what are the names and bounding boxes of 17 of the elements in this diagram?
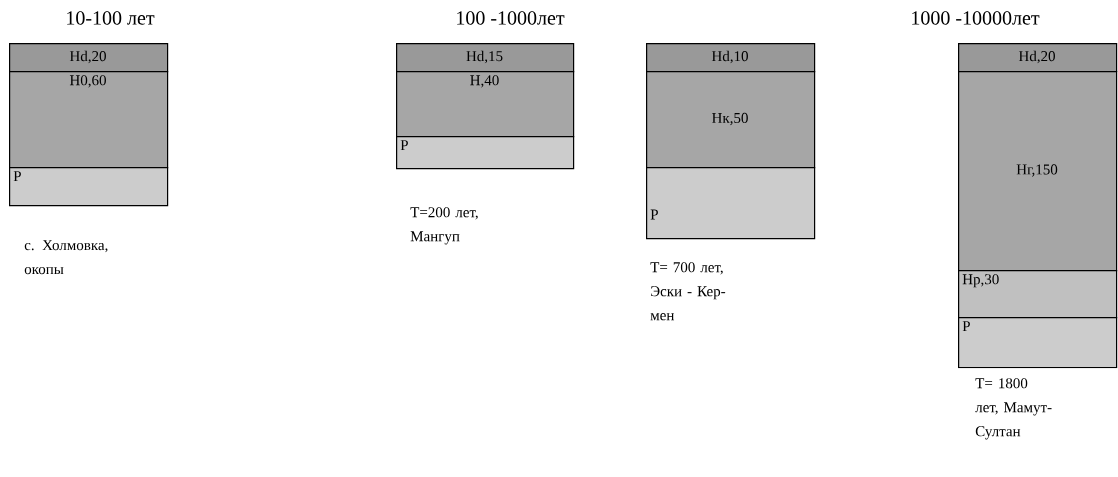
layer-box: Hd,10: [646, 43, 816, 73]
period-heading: 10-100 лет: [67, 11, 155, 25]
period-heading: 1000 -10000лет: [912, 11, 1040, 25]
layer-box: P: [9, 167, 169, 207]
layer-box: Hd,20: [9, 43, 169, 73]
layer-box: Hр,30: [958, 270, 1118, 319]
layer-box: Hк,50: [646, 71, 816, 169]
layer-box: Hd,20: [958, 43, 1118, 73]
caption: T=200 лет, Мангуп: [410, 207, 478, 245]
layer-box: P: [958, 317, 1118, 369]
layer-box: H,40: [396, 71, 575, 138]
period-heading: 100 -1000лет: [457, 11, 565, 25]
layer-box: H0,60: [9, 71, 169, 169]
layer-box: Hг,150: [958, 71, 1118, 272]
layer-box: P: [646, 167, 816, 240]
layer-box: Hd,15: [396, 43, 575, 73]
layer-box: P: [396, 136, 575, 170]
